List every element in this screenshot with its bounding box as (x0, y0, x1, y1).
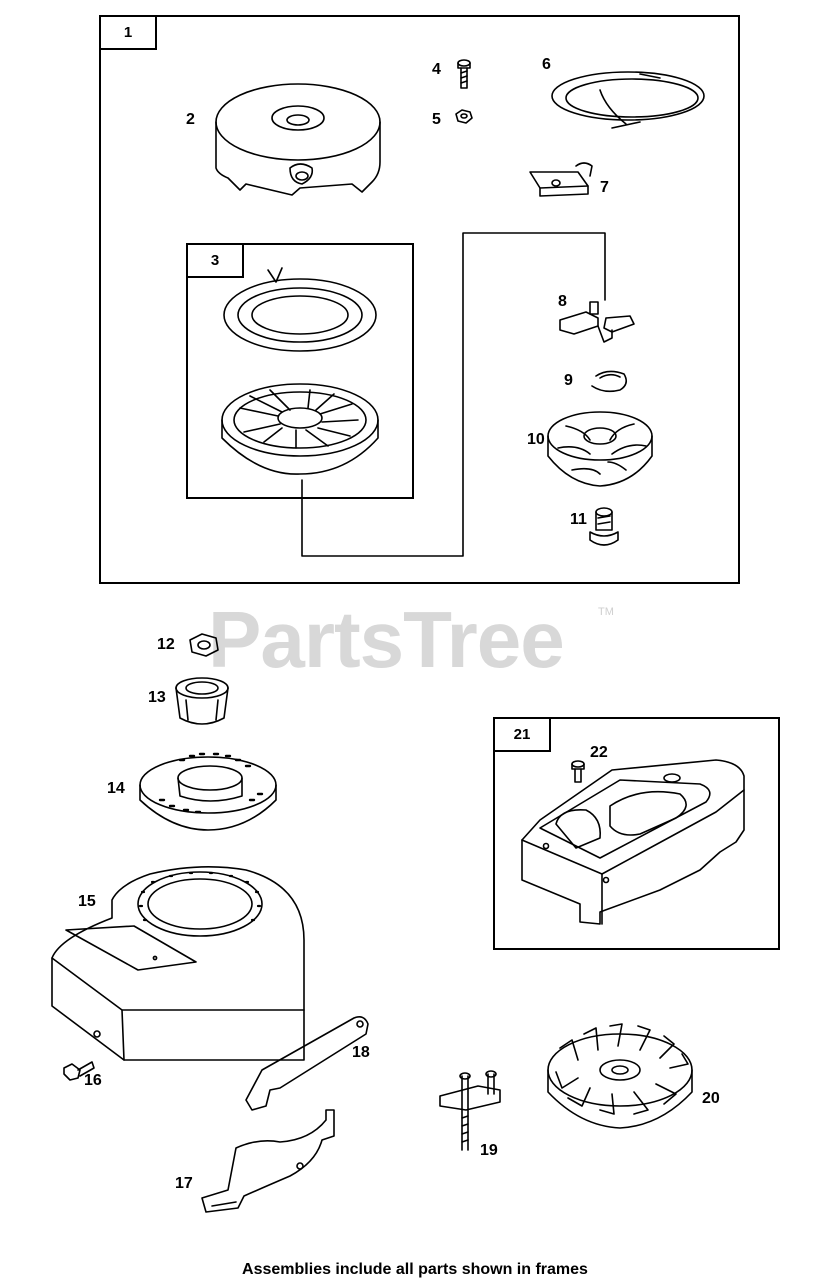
blower-shroud-part (521, 759, 745, 925)
frame-tag-1: 1 (101, 17, 157, 50)
callout-13: 13 (148, 689, 166, 706)
pawl-part (559, 301, 635, 343)
starter-housing-part (215, 83, 381, 196)
callout-10: 10 (527, 431, 545, 448)
assemblies-footnote: Assemblies include all parts shown in fr… (242, 1261, 588, 1278)
callout-9: 9 (564, 372, 573, 389)
callout-20: 20 (702, 1090, 720, 1107)
shoulder-screw-part (589, 507, 619, 546)
starter-rope-part (551, 71, 705, 129)
trademark-mark: TM (598, 606, 614, 618)
pulley-part (221, 383, 379, 475)
callout-17: 17 (175, 1175, 193, 1192)
callout-18: 18 (352, 1044, 370, 1061)
assembly-frame-1: 1 (99, 15, 740, 584)
flywheel-nut-part (189, 633, 219, 657)
partstree-watermark: PartsTree (208, 595, 565, 684)
frame-tag-3: 3 (188, 245, 244, 278)
starter-handle-part (529, 162, 593, 197)
callout-8: 8 (558, 293, 567, 310)
callout-19: 19 (480, 1142, 498, 1159)
retaining-ring-part (591, 370, 628, 393)
callout-2: 2 (186, 111, 195, 128)
callout-16: 16 (84, 1072, 102, 1089)
callout-11: 11 (570, 511, 587, 528)
ignition-armature-part (439, 1070, 501, 1151)
screen-part (139, 752, 277, 831)
callout-15: 15 (78, 893, 96, 910)
rewind-spring-part (223, 267, 377, 352)
housing-screw-part (63, 1061, 95, 1081)
nut-part (455, 109, 473, 124)
callout-22: 22 (590, 744, 608, 761)
screw-part (457, 59, 471, 89)
blower-housing-part (51, 866, 305, 1061)
assembly-frame-3: 3 (186, 243, 414, 499)
baffle-part (245, 1016, 369, 1111)
frame-tag-21: 21 (495, 719, 551, 752)
callout-14: 14 (107, 780, 125, 797)
assembly-frame-21: 21 (493, 717, 780, 950)
connector-line (301, 232, 606, 557)
starter-cup-part (175, 677, 229, 725)
callout-6: 6 (542, 56, 551, 73)
callout-7: 7 (600, 179, 609, 196)
callout-12: 12 (157, 636, 175, 653)
flywheel-part (547, 1023, 693, 1129)
cylinder-shield-part (201, 1109, 335, 1213)
callout-5: 5 (432, 111, 441, 128)
shroud-screw-part (571, 760, 585, 783)
ratchet-part (547, 411, 653, 487)
callout-4: 4 (432, 61, 441, 78)
